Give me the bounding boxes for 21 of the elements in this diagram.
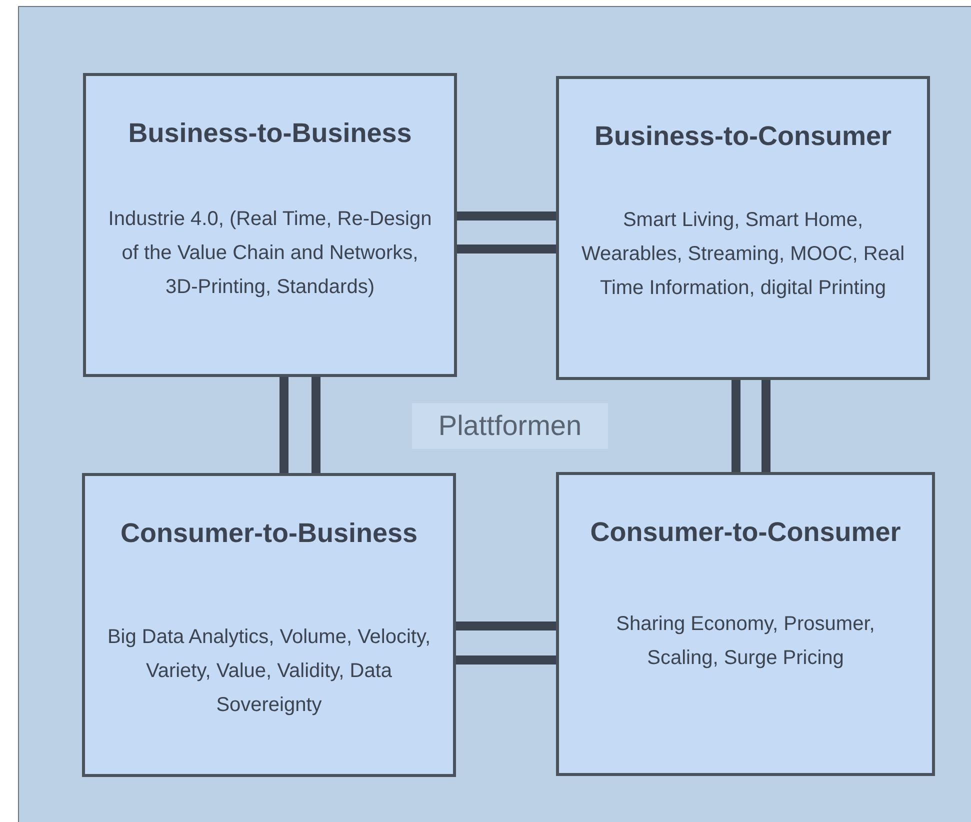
connector-line [762, 380, 770, 472]
category-box [83, 73, 457, 377]
connector-line [312, 377, 320, 473]
category-box [556, 76, 930, 380]
box-heading: Business-to-Business [127, 117, 413, 150]
box-body-text: Sharing Economy, Prosumer, Scaling, Surge Pricing [615, 612, 876, 671]
box-body-text: Industrie 4.0, (Real Time, Re-Design of the Value Chain and Networks, 3D-Printing, Standards) [108, 207, 432, 300]
box-heading: Consumer-to-Consumer [589, 516, 902, 549]
category-box [82, 473, 456, 777]
connector-line [456, 622, 556, 630]
connector-line [732, 380, 740, 472]
box-body-text: Smart Living, Smart Home, Wearables, Streaming, MOOC, Real Time Information, digital Printing [581, 208, 905, 301]
box-heading: Business-to-Consumer [593, 120, 893, 153]
center-label: Plattformen [412, 403, 608, 449]
connector-line [280, 377, 288, 473]
box-heading: Consumer-to-Business [119, 517, 419, 550]
connector-line [456, 656, 556, 664]
category-box [556, 472, 935, 776]
connector-line [457, 212, 556, 220]
connector-line [457, 244, 556, 254]
box-body-text: Big Data Analytics, Volume, Velocity, Variety, Value, Validity, Data Sovereignty [107, 625, 431, 718]
